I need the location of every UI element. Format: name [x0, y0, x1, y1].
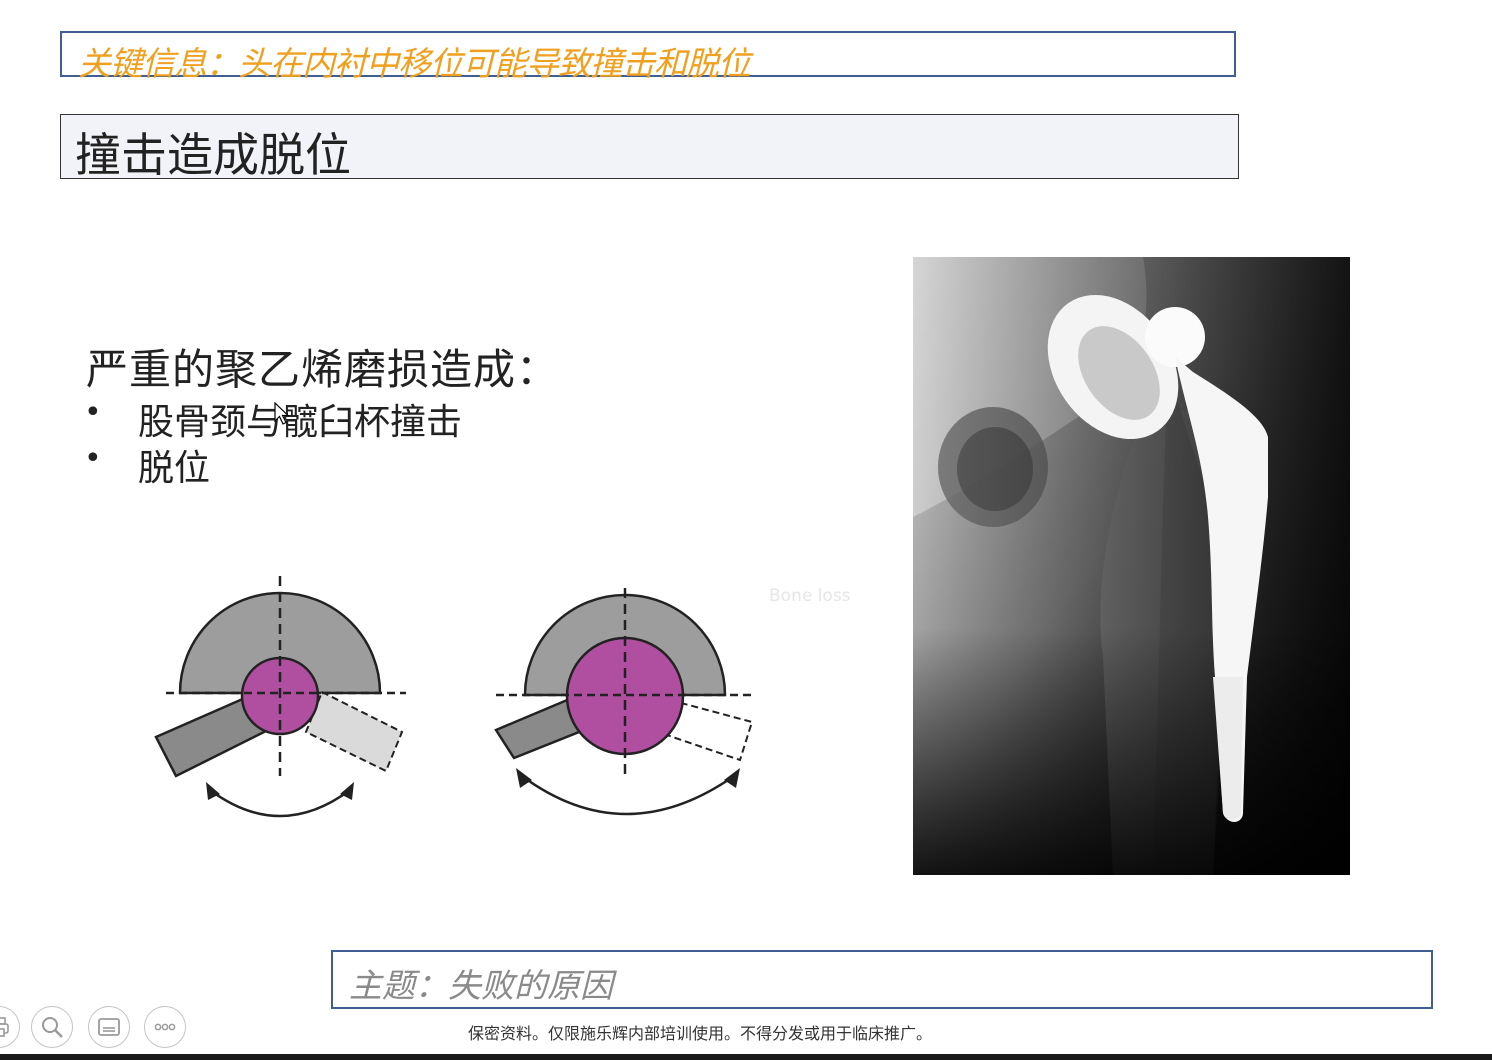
- body-heading: 严重的聚乙烯磨损造成：: [86, 345, 560, 394]
- slide-title: 撞击造成脱位: [75, 128, 351, 182]
- subtitle-button[interactable]: [88, 1006, 130, 1048]
- slide-title-box: 撞击造成脱位: [60, 114, 1239, 182]
- zoom-icon: [42, 1017, 63, 1038]
- impingement-diagram: [154, 576, 754, 818]
- more-button[interactable]: [144, 1006, 186, 1048]
- key-info-box: 关键信息：头在内衬中移位可能导致撞击和脱位: [60, 31, 1236, 83]
- print-button[interactable]: [0, 1006, 20, 1048]
- print-icon: [0, 1017, 9, 1037]
- key-info-text: 关键信息：头在内衬中移位可能导致撞击和脱位: [78, 44, 751, 83]
- bullet-dot: •: [84, 441, 102, 476]
- bullet-dot: •: [84, 395, 102, 430]
- bottom-edge-bar: [0, 1054, 1492, 1060]
- faint-bone-loss-label: Bone loss: [769, 586, 851, 606]
- diagram-impingement-left: [154, 576, 406, 818]
- confidential-note: 保密资料。仅限施乐辉内部培训使用。不得分发或用于临床推广。: [468, 1024, 933, 1043]
- more-icon: [154, 1023, 176, 1031]
- diagram-impingement-right: [494, 588, 754, 816]
- subtitle-icon: [98, 1018, 120, 1036]
- bullet-text: 股骨颈与髋臼杯撞击: [138, 402, 463, 443]
- zoom-button[interactable]: [31, 1006, 73, 1048]
- bullet-text: 脱位: [138, 448, 211, 489]
- topic-box: 主题：失败的原因: [331, 950, 1433, 1009]
- topic-text: 主题：失败的原因: [349, 966, 613, 1005]
- mouse-cursor-icon: [274, 402, 290, 425]
- xray-image: [913, 257, 1350, 875]
